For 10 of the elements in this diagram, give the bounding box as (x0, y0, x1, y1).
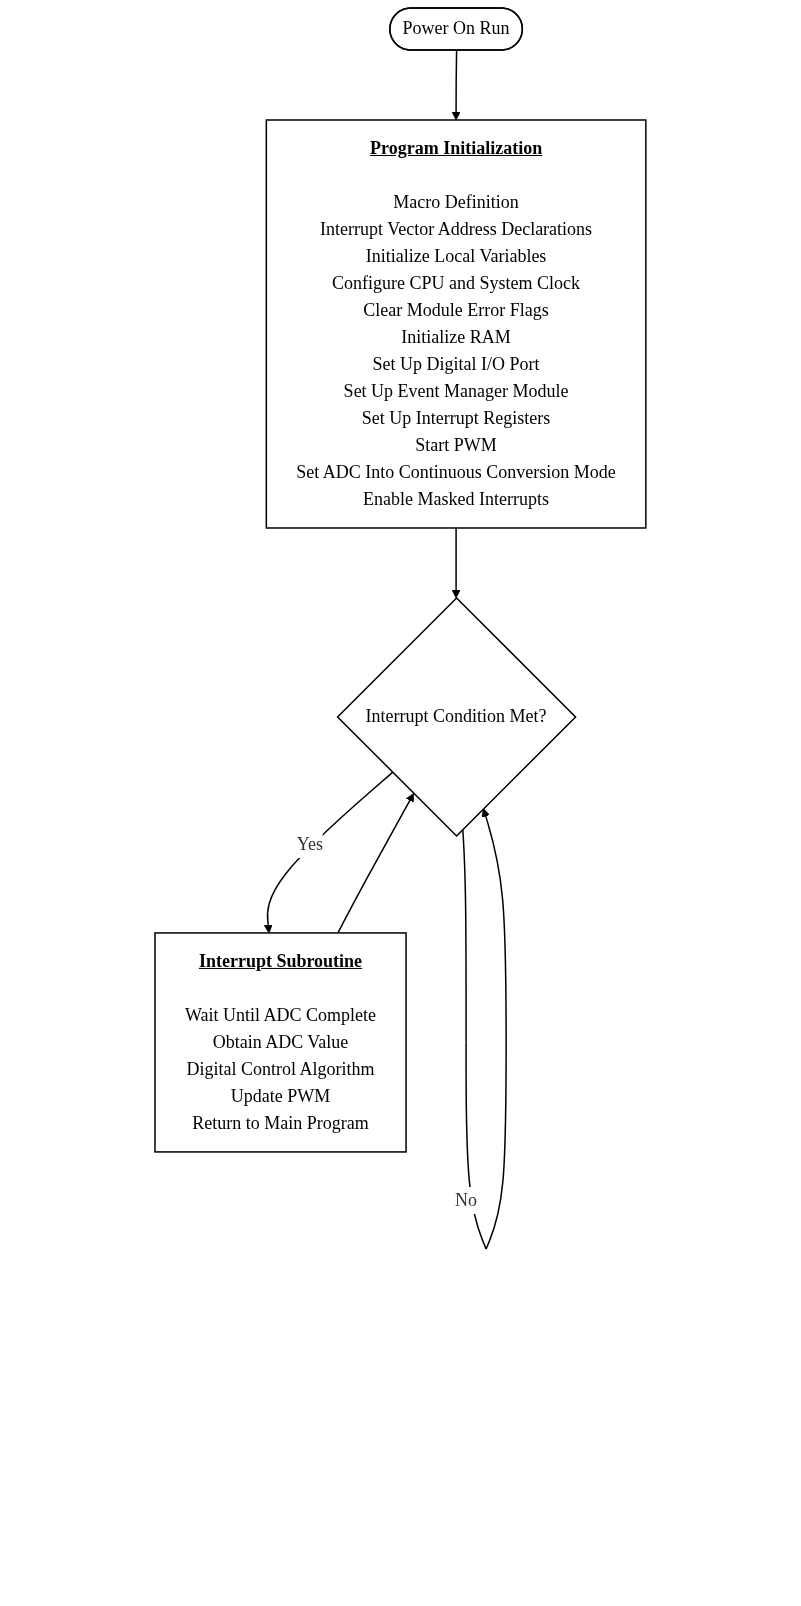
node-diamond: Interrupt Condition Met? (336, 596, 577, 837)
node-box: Interrupt Subroutine Wait Until ADC Complete Obtain ADC Value Digital Control Algorithm Update PWM Return to Main Program (154, 932, 407, 1153)
arrow (337, 793, 415, 934)
node-box: Program Initialization Macro Definition Interrupt Vector Address Declarations Initialize Local Variables Configure CPU and System Clock Clear Module Error Flags Initialize RAM Set Up Digital I/O Port Set Up Event Manager Module Set Up Interrupt Registers Start PWM Set ADC Into Continuous Conversion Mode Enable Masked Interrupts (265, 119, 647, 529)
edge-label: No (455, 1189, 478, 1210)
edge-label: Yes (296, 833, 324, 854)
arrow (263, 771, 394, 934)
arrow (462, 808, 507, 1250)
arrow (451, 527, 461, 599)
arrow (451, 49, 461, 121)
